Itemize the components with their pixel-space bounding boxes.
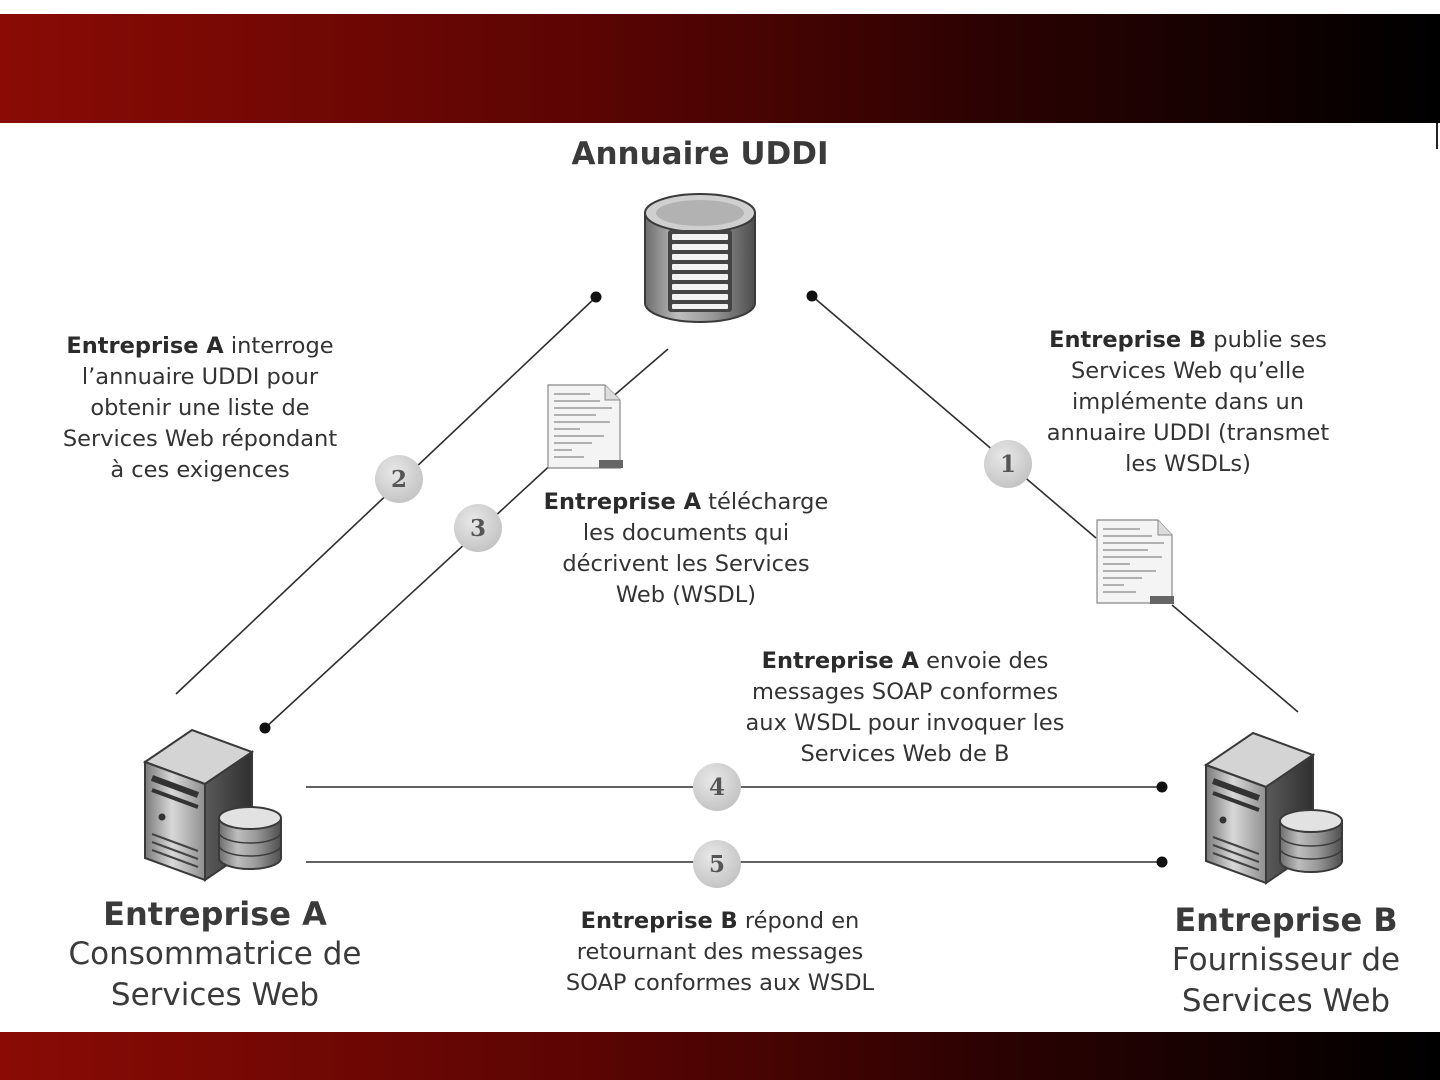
- server-database-icon: [142, 728, 282, 882]
- step-5-number: 5: [709, 851, 725, 878]
- step-4-description: Entreprise A envoie des messages SOAP co…: [725, 646, 1085, 770]
- step-1-line-2: Services Web qu’elle: [1070, 358, 1306, 384]
- step-3-line-3: décrivent les Services: [562, 551, 810, 577]
- step3-endpoint: [259, 722, 271, 734]
- step-5-line-2: retournant des messages: [576, 939, 864, 965]
- step-2-badge: 2: [375, 455, 423, 503]
- step1-line-upper: [811, 295, 1097, 539]
- step-2-line-3: obtenir une liste de: [90, 395, 310, 421]
- step-2-line-5: à ces exigences: [110, 457, 290, 483]
- step-2-line-2: l’annuaire UDDI pour: [81, 364, 319, 390]
- step-4-line-3: aux WSDL pour invoquer les: [745, 710, 1065, 736]
- entity-a-role-line-2: Services Web: [110, 977, 320, 1013]
- step-1-badge: 1: [984, 440, 1032, 488]
- step-4-line-1: envoie des: [918, 648, 1049, 674]
- step-5-description: Entreprise B répond en retournant des me…: [545, 906, 895, 999]
- entity-a-label: Entreprise A Consommatrice de Services W…: [40, 894, 390, 1016]
- step-3-actor: Entreprise A: [543, 489, 701, 515]
- step-1-description: Entreprise B publie ses Services Web qu’…: [1022, 325, 1354, 480]
- step-4-line-4: Services Web de B: [800, 741, 1010, 767]
- step-2-description: Entreprise A interroge l’annuaire UDDI p…: [40, 331, 360, 486]
- step-1-line-5: les WSDLs): [1125, 451, 1251, 477]
- step3-line-lower: [264, 459, 557, 729]
- step-4-number: 4: [709, 774, 725, 801]
- step2-endpoint: [590, 291, 602, 303]
- step4-endpoint: [1156, 781, 1168, 793]
- step1-line-lower: [1171, 604, 1299, 713]
- step-3-line-2: les documents qui: [582, 520, 790, 546]
- step-2-actor: Entreprise A: [66, 333, 224, 359]
- step-3-line-1: télécharge: [701, 489, 829, 515]
- step-1-line-3: implémente dans un: [1071, 389, 1305, 415]
- entity-b-name: Entreprise B: [1174, 901, 1398, 939]
- corner-mark: [1436, 123, 1438, 149]
- step-3-line-4: Web (WSDL): [615, 582, 757, 608]
- step-3-badge: 3: [454, 504, 502, 552]
- step-2-line-4: Services Web répondant: [62, 426, 338, 452]
- step1-endpoint: [806, 290, 818, 302]
- step-5-line-3: SOAP conformes aux WSDL: [565, 970, 875, 996]
- step-5-badge: 5: [693, 840, 741, 888]
- step-3-description: Entreprise A télécharge les documents qu…: [526, 487, 846, 611]
- entity-a-name: Entreprise A: [103, 895, 327, 933]
- step-4-badge: 4: [693, 763, 741, 811]
- step-2-number: 2: [391, 466, 407, 493]
- step-4-line-2: messages SOAP conformes: [751, 679, 1059, 705]
- entity-b-label: Entreprise B Fournisseur de Services Web: [1140, 900, 1432, 1022]
- step-3-number: 3: [470, 515, 486, 542]
- step-1-number: 1: [1000, 451, 1016, 478]
- step-4-actor: Entreprise A: [761, 648, 919, 674]
- step-1-line-4: annuaire UDDI (transmet: [1046, 420, 1330, 446]
- step-2-line-1: interroge: [223, 333, 334, 359]
- step-5-actor: Entreprise B: [580, 908, 738, 934]
- database-icon: [644, 193, 756, 323]
- step-5-line-1: répond en: [737, 908, 860, 934]
- server-database-icon: [1203, 731, 1343, 885]
- header-band: [0, 14, 1440, 123]
- step-1-line-1: publie ses: [1206, 327, 1327, 353]
- entity-b-role-line-1: Fournisseur de: [1171, 942, 1401, 978]
- entity-a-role-line-1: Consommatrice de: [68, 936, 362, 972]
- step5-endpoint: [1156, 856, 1168, 868]
- step-1-actor: Entreprise B: [1049, 327, 1207, 353]
- page-title: Annuaire UDDI: [571, 136, 829, 172]
- entity-b-role-line-2: Services Web: [1181, 983, 1391, 1019]
- wsdl-document-icon: [547, 384, 623, 469]
- footer-band: [0, 1032, 1440, 1080]
- wsdl-document-icon: [1096, 519, 1174, 604]
